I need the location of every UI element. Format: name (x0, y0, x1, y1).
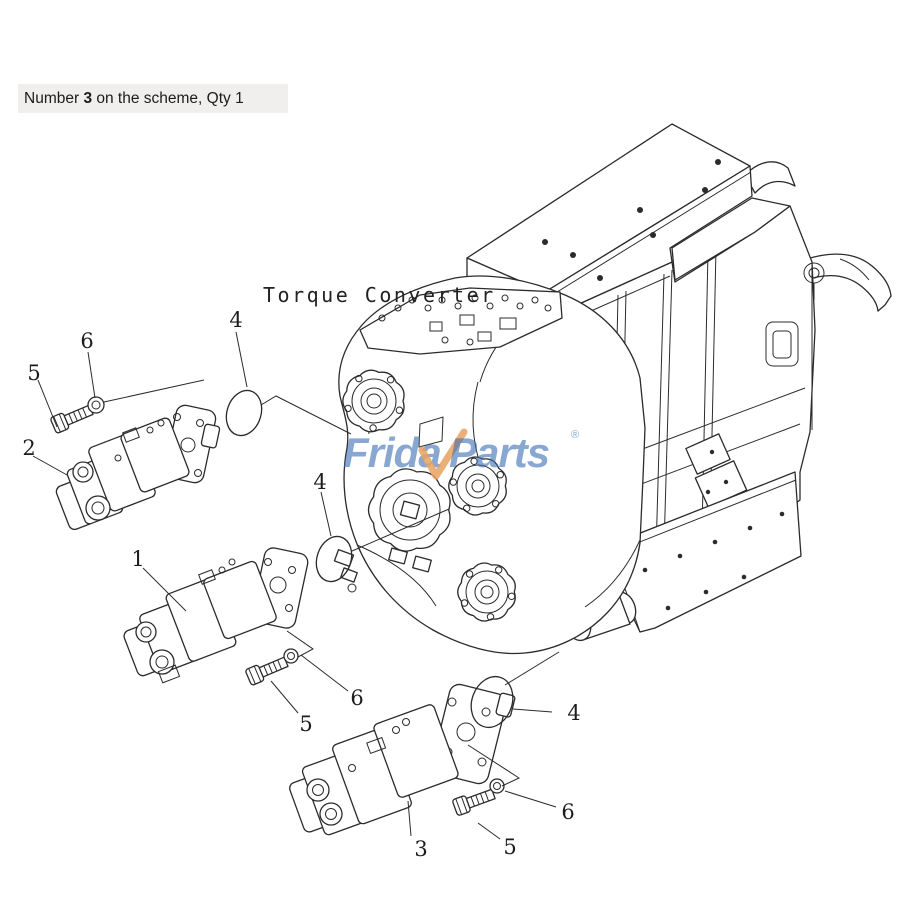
washer-middle (283, 648, 299, 664)
pump-3 (289, 683, 516, 836)
o-ring-lower (470, 675, 514, 729)
callout-4-middle: 4 (313, 470, 326, 494)
header-prefix: Number (24, 89, 84, 107)
hose (797, 253, 892, 312)
transmission-assembly (333, 123, 892, 655)
hex-bolt-lower (452, 788, 496, 816)
header-suffix: on the scheme, Qty 1 (92, 89, 244, 107)
washer-upper (87, 396, 105, 414)
solenoid-block (685, 433, 748, 508)
lift-hook (744, 161, 796, 194)
valve-deck (359, 287, 563, 355)
o-ring-upper (225, 389, 263, 437)
side-cover-plate (765, 321, 799, 367)
pto-pad-upper (342, 369, 405, 433)
callout-4-upper: 4 (229, 308, 242, 332)
callout-6-lower: 6 (561, 800, 574, 824)
converter-hub (367, 468, 451, 573)
pump-2 (55, 404, 221, 531)
pto-pad-middle (448, 456, 507, 516)
callout-2: 2 (22, 436, 35, 460)
callout-6-upper: 6 (80, 329, 93, 353)
callout-5-lower: 5 (503, 835, 516, 859)
part-number: 3 (83, 89, 93, 107)
cover-step-plate (671, 197, 791, 281)
header-note: Number 3 on the scheme, Qty 1 (18, 84, 288, 113)
callout-numbers: 5 6 2 4 4 1 6 5 4 6 5 3 (22, 308, 580, 861)
pump-1 (123, 547, 309, 684)
o-ring-middle (315, 535, 353, 583)
callout-1: 1 (131, 547, 144, 571)
pto-pad-lower (457, 562, 516, 622)
callout-5-middle: 5 (299, 712, 312, 736)
leader-lines (32, 331, 560, 840)
callout-3: 3 (414, 837, 427, 861)
hex-bolt-middle (245, 656, 289, 686)
callout-6-middle: 6 (350, 686, 363, 710)
top-cover-plate (466, 123, 791, 319)
callout-4-lower: 4 (567, 701, 580, 725)
torque-converter-label: Torque Converter (263, 283, 496, 307)
housing-bracket (333, 548, 358, 593)
hex-bolt-upper (50, 404, 94, 434)
washer-lower (489, 778, 505, 794)
callout-5-upper: 5 (27, 361, 40, 385)
